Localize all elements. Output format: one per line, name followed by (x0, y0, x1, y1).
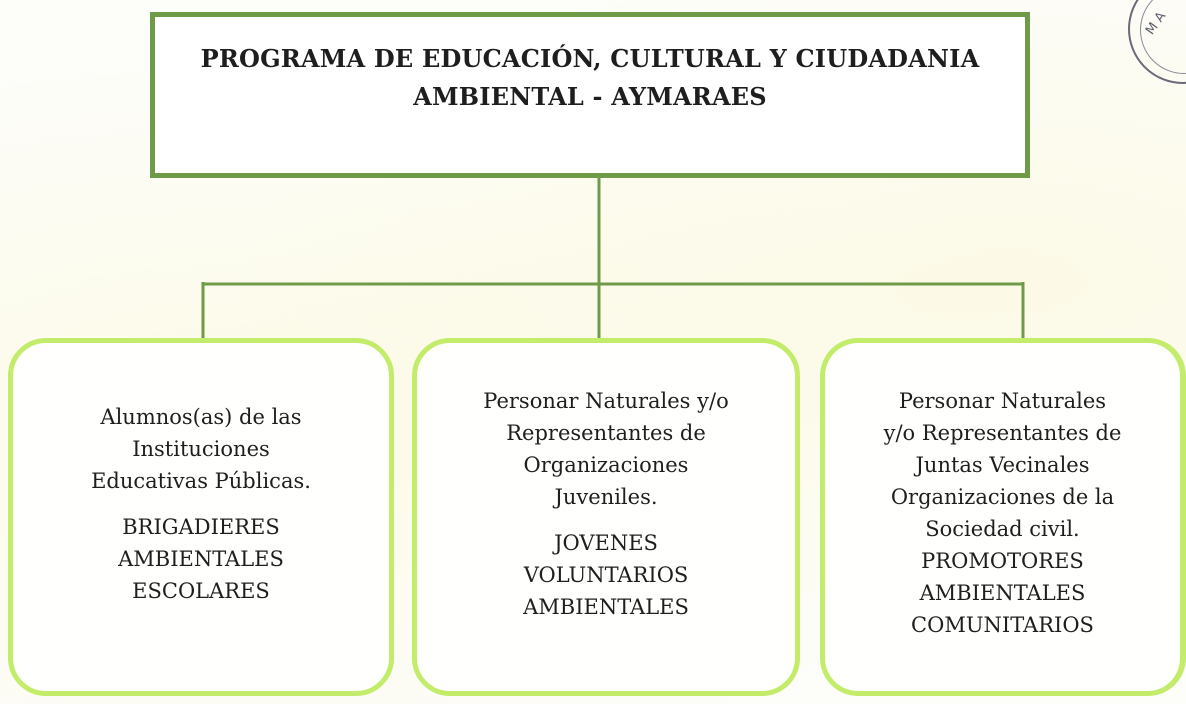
description-line: Alumnos(as) de las (100, 405, 302, 429)
description-line: Sociedad civil. (925, 517, 1080, 541)
description-line: Instituciones (132, 437, 270, 461)
node-youth-organizations: Personar Naturales y/o Representantes de… (412, 338, 800, 696)
node-description: Alumnos(as) de las Instituciones Educati… (13, 401, 389, 497)
root-node: PROGRAMA DE EDUCACIÓN, CULTURAL Y CIUDAD… (150, 12, 1030, 178)
description-line: Organizaciones de la (890, 485, 1115, 509)
description-line: y/o Representantes de (883, 421, 1122, 445)
node-community-organizations: Personar Naturales y/o Representantes de… (820, 338, 1186, 696)
description-line: Juntas Vecinales (915, 453, 1090, 477)
description-line: Educativas Públicas. (91, 469, 311, 493)
node-role: JOVENES VOLUNTARIOS AMBIENTALES (417, 527, 795, 623)
role-line: BRIGADIERES (122, 515, 280, 539)
role-line: PROMOTORES (921, 549, 1084, 573)
node-school-students: Alumnos(as) de las Instituciones Educati… (8, 338, 394, 696)
node-description: Personar Naturales y/o Representantes de… (417, 385, 795, 513)
stamp-text: M A (1143, 9, 1170, 38)
role-line: ESCOLARES (132, 579, 270, 603)
role-line: JOVENES (554, 531, 658, 555)
description-line: Juveniles. (554, 485, 658, 509)
description-line: Representantes de (506, 421, 706, 445)
node-role: PROMOTORES AMBIENTALES COMUNITARIOS (825, 545, 1180, 641)
root-title-line-2: AMBIENTAL - AYMARAES (413, 82, 767, 111)
node-role: BRIGADIERES AMBIENTALES ESCOLARES (13, 511, 389, 607)
description-line: Organizaciones (523, 453, 689, 477)
role-line: AMBIENTALES (523, 595, 689, 619)
root-title-line-1: PROGRAMA DE EDUCACIÓN, CULTURAL Y CIUDAD… (200, 44, 980, 73)
role-line: COMUNITARIOS (911, 613, 1094, 637)
role-line: VOLUNTARIOS (523, 563, 689, 587)
role-line: AMBIENTALES (118, 547, 284, 571)
description-line: Personar Naturales (898, 389, 1107, 413)
role-line: AMBIENTALES (919, 581, 1086, 605)
description-line: Personar Naturales y/o (483, 389, 729, 413)
node-description: Personar Naturales y/o Representantes de… (825, 385, 1180, 545)
